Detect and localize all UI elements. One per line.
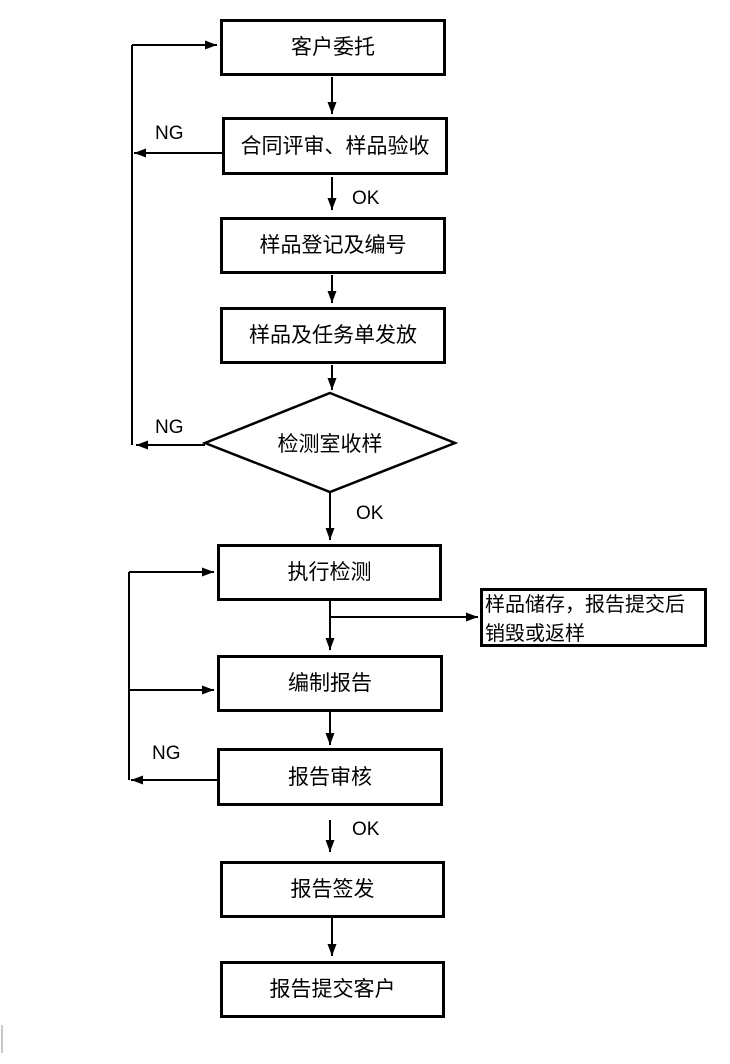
flow-node-report-issue: 报告签发 xyxy=(220,861,445,918)
edge-label-ng-receive: NG xyxy=(155,417,184,439)
flow-node-sample-register: 样品登记及编号 xyxy=(220,217,446,274)
flow-node-contract-review: 合同评审、样品验收 xyxy=(222,117,448,175)
edge-label-ok-receive: OK xyxy=(356,503,384,525)
flow-node-sample-storage: 样品储存，报告提交后销毁或返样 xyxy=(480,588,707,647)
edge-label-ng-contract: NG xyxy=(155,123,184,145)
flow-node-report-deliver: 报告提交客户 xyxy=(220,961,445,1018)
edge-label-ok-contract: OK xyxy=(352,188,380,210)
edge-label-ok-review: OK xyxy=(352,819,380,841)
flow-node-customer: 客户委托 xyxy=(220,19,446,76)
flow-node-compile-report: 编制报告 xyxy=(217,655,443,712)
flow-node-report-review: 报告审核 xyxy=(217,748,443,806)
flow-node-task-dispatch: 样品及任务单发放 xyxy=(220,307,446,364)
flow-node-execute-test: 执行检测 xyxy=(217,544,442,601)
flow-node-lab-receive: 检测室收样 xyxy=(277,432,383,456)
edge-label-ng-review: NG xyxy=(152,743,181,765)
